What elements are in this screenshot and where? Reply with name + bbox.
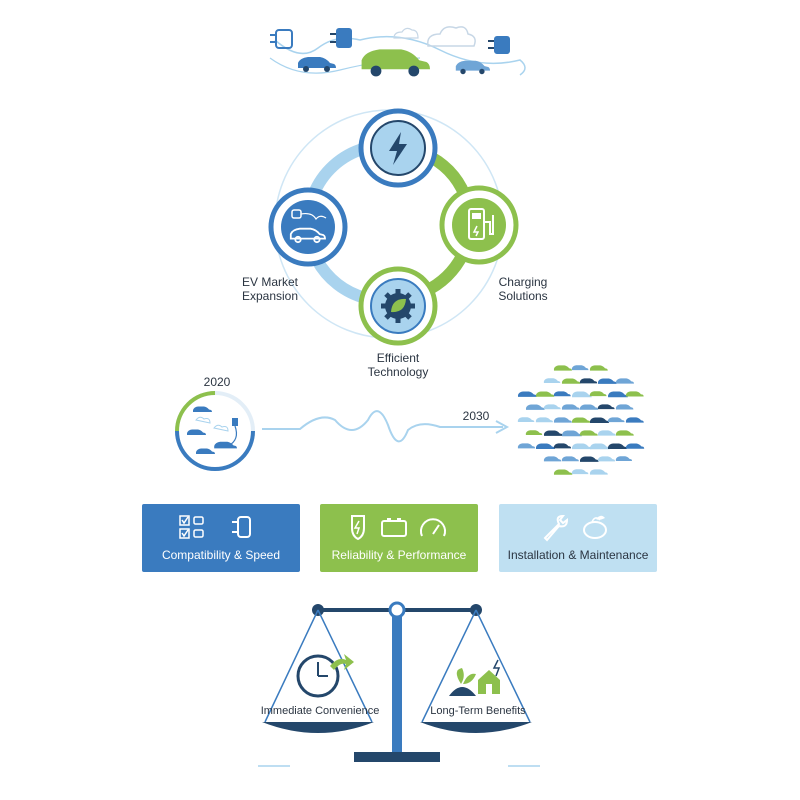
car-icon xyxy=(615,456,633,461)
feature-box-reliability: Reliability & Performance xyxy=(320,504,478,572)
car-icon xyxy=(607,443,627,449)
timeline-wave xyxy=(262,410,503,443)
car-icon xyxy=(553,469,573,475)
cloud-icon xyxy=(393,26,476,47)
car-icon xyxy=(625,391,644,397)
lightning-bolt-icon xyxy=(389,132,407,165)
car-icon xyxy=(590,443,610,450)
arrow-head xyxy=(495,420,510,434)
car-icon xyxy=(579,430,598,436)
feature-box-installation: Installation & Maintenance xyxy=(499,504,657,572)
feature-title: Compatibility & Speed xyxy=(161,548,281,562)
car-icon xyxy=(561,456,579,462)
car-icon xyxy=(571,365,589,371)
car-icon xyxy=(553,443,572,449)
car-icon xyxy=(597,456,616,462)
car-icon xyxy=(517,417,535,423)
car-icon xyxy=(625,417,644,423)
car-icon xyxy=(535,417,553,423)
feature-box-compatibility: Compatibility & Speed xyxy=(142,504,300,572)
car-icon xyxy=(517,391,537,397)
car-icon xyxy=(615,404,634,410)
home-growth-icon xyxy=(449,659,501,696)
car-icon xyxy=(597,378,617,384)
plug-car-icon xyxy=(289,209,327,244)
timeline-start-circle xyxy=(175,391,255,472)
node-charging xyxy=(439,185,519,265)
car-icon xyxy=(553,391,571,397)
car-icon xyxy=(517,443,536,449)
car-icon xyxy=(615,378,634,384)
car-icon xyxy=(525,404,545,410)
car-icon xyxy=(561,404,580,410)
charging-station-icon xyxy=(468,208,494,240)
plug-icon xyxy=(270,29,293,49)
car-icon xyxy=(361,49,430,77)
shield-battery-gauge-icon xyxy=(351,515,446,541)
car-icon xyxy=(543,404,561,410)
car-icon xyxy=(590,417,610,424)
feature-title: Installation & Maintenance xyxy=(507,548,649,562)
car-icon xyxy=(298,57,336,72)
car-icon xyxy=(589,391,607,397)
balance-scale: Immediate Convenience Long-Term Benefits xyxy=(258,601,540,767)
plug-icon xyxy=(488,36,510,54)
car-icon xyxy=(572,443,592,450)
car-icon xyxy=(543,430,563,436)
car-icon xyxy=(608,391,628,398)
header-illustration xyxy=(269,26,526,77)
car-icon xyxy=(562,430,582,437)
car-icon xyxy=(571,417,591,423)
car-icon xyxy=(597,404,615,410)
node-energy xyxy=(358,108,438,188)
right-pan xyxy=(420,722,532,733)
right-pan-label: Long-Term Benefits xyxy=(430,705,526,717)
car-icon xyxy=(579,404,599,410)
year-end: 2030 xyxy=(463,409,490,423)
car-crowd xyxy=(517,365,645,475)
car-icon xyxy=(535,391,555,397)
car-icon xyxy=(589,365,608,371)
car-icon xyxy=(543,456,562,462)
scale-base xyxy=(354,752,440,762)
checklist-plug-icon xyxy=(179,515,251,539)
car-icon xyxy=(597,430,616,436)
wrench-piggybank-icon xyxy=(543,514,607,542)
feature-title: Reliability & Performance xyxy=(331,548,467,562)
car-icon xyxy=(579,456,599,462)
plug-icon xyxy=(330,28,352,48)
car-icon xyxy=(553,417,572,423)
car-icon xyxy=(535,443,555,449)
car-icon xyxy=(625,443,645,449)
car-icon xyxy=(525,430,543,436)
car-icon xyxy=(561,378,581,384)
left-pan-label: Immediate Convenience xyxy=(261,705,380,717)
node-market xyxy=(268,187,348,267)
car-icon xyxy=(572,391,592,398)
left-pan xyxy=(262,722,374,733)
node-technology xyxy=(358,266,438,346)
timeline: 2020 2030 xyxy=(175,365,645,475)
gear-leaf-icon xyxy=(381,289,415,323)
car-icon xyxy=(589,469,608,475)
car-icon xyxy=(579,378,598,384)
year-start: 2020 xyxy=(204,375,231,389)
car-icon xyxy=(607,417,625,423)
car-icon xyxy=(553,365,572,371)
clock-icon xyxy=(296,654,354,698)
car-icon xyxy=(571,469,589,475)
car-icon xyxy=(615,430,634,436)
car-icon xyxy=(543,378,561,384)
